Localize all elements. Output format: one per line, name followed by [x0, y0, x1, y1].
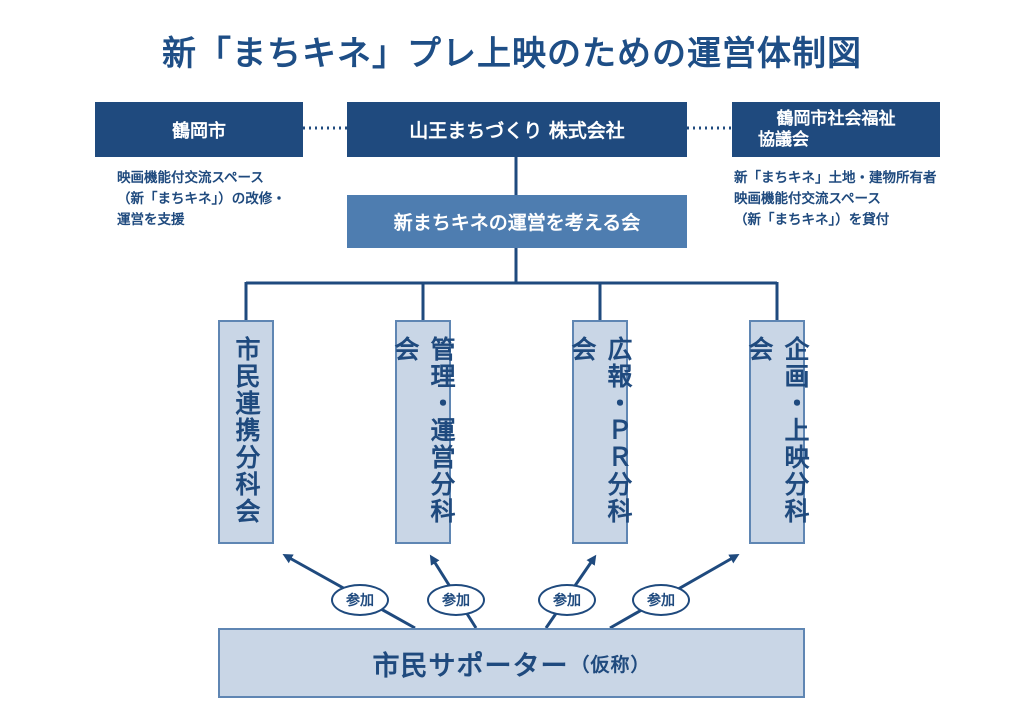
- council-note-line: 映画機能付交流スペース: [734, 191, 881, 207]
- subcommittee-pr-box: 広報・ＰＲ分科会: [568, 320, 633, 544]
- page-title: 新「まちキネ」プレ上映のための運営体制図: [162, 34, 862, 74]
- welfare-council-box: 鶴岡市社会福祉 協議会: [732, 102, 940, 157]
- subcommittee-management-box: 管理・運営分科会: [391, 320, 456, 544]
- council-note-line: （新「まちキネ」）を貸付: [734, 212, 890, 228]
- tsuruoka-city-label: 鶴岡市: [172, 120, 226, 142]
- city-note-line: 映画機能付交流スペース: [117, 170, 264, 186]
- participation-badge: 参加: [538, 584, 596, 616]
- sanno-company-label: 山王まちづくり 株式会社: [409, 120, 625, 142]
- tsuruoka-city-box: 鶴岡市: [95, 102, 303, 157]
- council-note: 新「まちキネ」土地・建物所有者 映画機能付交流スペース （新「まちキネ」）を貸付: [734, 168, 937, 231]
- city-note: 映画機能付交流スペース （新「まちキネ」）の改修・ 運営を支援: [117, 168, 286, 231]
- city-note-line: （新「まちキネ」）の改修・: [117, 191, 286, 207]
- participation-badge: 参加: [331, 584, 389, 616]
- citizen-supporters-label: 市民サポーター: [372, 650, 569, 682]
- citizen-supporters-box: 市民サポーター （仮称）: [218, 628, 805, 698]
- participation-badge: 参加: [632, 584, 690, 616]
- subcommittee-civic-box: 市民連携分科会: [218, 320, 274, 544]
- subcommittee-label: 管理・運営分科会: [391, 336, 456, 525]
- citizen-supporters-suffix: （仮称）: [570, 653, 651, 676]
- planning-council-box: 新まちキネの運営を考える会: [347, 195, 687, 248]
- participation-badge: 参加: [427, 584, 485, 616]
- subcommittee-screening-box: 企画・上映分科会: [745, 320, 810, 544]
- subcommittee-label: 企画・上映分科会: [745, 336, 810, 525]
- sanno-company-box: 山王まちづくり 株式会社: [347, 102, 687, 157]
- council-note-line: 新「まちキネ」土地・建物所有者: [734, 170, 937, 186]
- city-note-line: 運営を支援: [117, 212, 185, 228]
- planning-council-label: 新まちキネの運営を考える会: [393, 212, 641, 234]
- welfare-council-label-line1: 鶴岡市社会福祉: [776, 108, 896, 129]
- welfare-council-label-line2: 協議会: [758, 129, 809, 150]
- subcommittee-label: 市民連携分科会: [232, 336, 261, 525]
- subcommittee-label: 広報・ＰＲ分科会: [568, 336, 633, 525]
- citizen-supporters-label-wrap: 市民サポーター （仮称）: [220, 630, 803, 696]
